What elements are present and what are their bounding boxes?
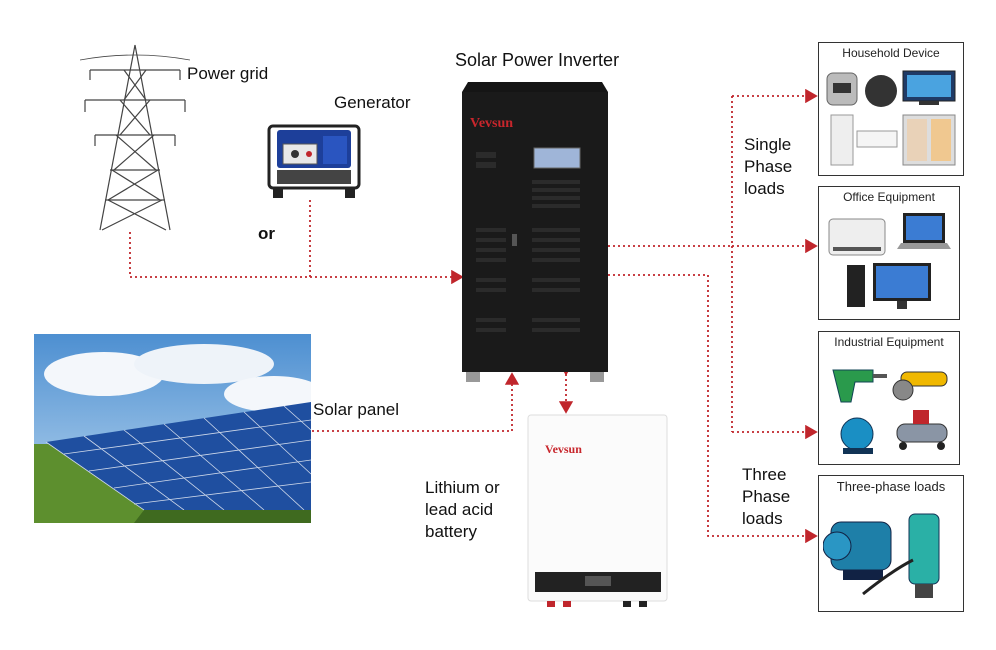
household-device-box: Household Device — [818, 42, 964, 176]
household-appliances-icon — [826, 70, 956, 166]
three-phase-label-2: Phase — [742, 487, 791, 506]
office-equipment-title: Office Equipment — [843, 190, 935, 204]
three-phase-loads-title: Three-phase loads — [836, 479, 946, 494]
inverter-label: Solar Power Inverter — [455, 50, 620, 70]
battery-label-line1: Lithium or — [425, 478, 500, 497]
generator-label: Generator — [334, 93, 411, 112]
office-equipment-icon — [828, 213, 951, 309]
single-phase-label-1: Single — [744, 135, 792, 154]
industrial-tools-icon — [832, 369, 948, 454]
three-phase-wire — [608, 274, 818, 544]
inverter-cabinet-icon — [462, 82, 608, 382]
battery-brand: Vevsun — [545, 442, 582, 456]
industrial-equipment-title: Industrial Equipment — [834, 335, 944, 349]
motor-and-pump-icon — [823, 513, 940, 598]
power-grid-label: Power grid — [187, 64, 269, 83]
grid-wire — [129, 232, 464, 285]
inverter-brand: Vevsun — [470, 116, 514, 131]
or-label: or — [258, 224, 275, 243]
single-phase-label-2: Phase — [744, 157, 793, 176]
solar-wire — [312, 372, 520, 432]
three-phase-label-1: Three — [742, 465, 787, 484]
household-device-title: Household Device — [842, 46, 940, 60]
three-phase-label-3: loads — [742, 509, 783, 528]
power-grid-tower-icon — [80, 44, 190, 231]
generator-icon — [267, 124, 361, 198]
solar-panel-icon — [34, 334, 311, 523]
office-equipment-box: Office Equipment — [818, 186, 960, 320]
industrial-equipment-box: Industrial Equipment — [818, 331, 960, 465]
single-phase-label-3: loads — [744, 179, 785, 198]
battery-label-line2: lead acid — [425, 500, 494, 519]
three-phase-loads-box: Three-phase loads — [818, 475, 964, 612]
solar-panel-label: Solar panel — [313, 400, 400, 419]
battery-label-line3: battery — [425, 522, 477, 541]
battery-icon — [527, 414, 668, 607]
battery-unit: Vevsun — [527, 414, 668, 608]
inverter-cabinet: Vevsun — [462, 78, 608, 382]
